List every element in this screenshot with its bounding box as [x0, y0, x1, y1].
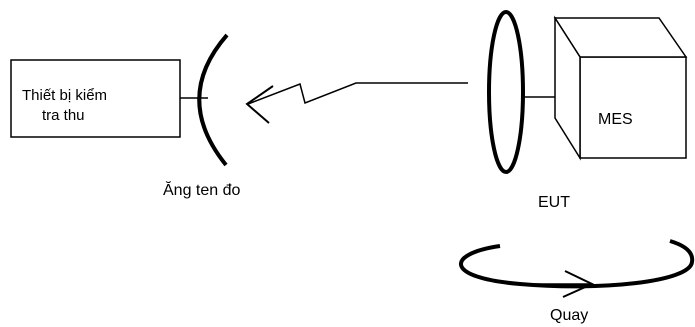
- signal-arrow-head: [245, 85, 274, 124]
- receiver-label-line-2: tra thu: [42, 107, 85, 124]
- rotation-arc: [459, 239, 695, 289]
- rotation-arrow-head: [562, 270, 595, 298]
- measuring-antenna: [197, 33, 229, 167]
- receiver-label-line-1: Thiết bị kiểm: [22, 87, 108, 104]
- mes-box-front: [579, 56, 687, 159]
- receiver-label: Thiết bị kiểm tra thu: [22, 86, 172, 126]
- eut-antenna-ellipse: [487, 10, 525, 174]
- antenna-label: Ăng ten đo: [163, 182, 241, 199]
- eut-label: EUT: [538, 194, 570, 211]
- signal-path: [247, 82, 468, 105]
- mes-box-side: [554, 15, 581, 161]
- mes-label: MES: [598, 111, 633, 128]
- rotation-label: Quay: [550, 307, 589, 324]
